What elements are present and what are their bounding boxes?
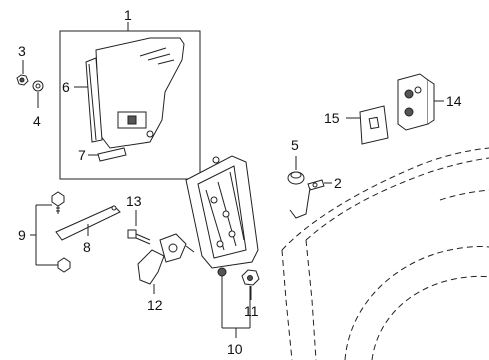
callout-4: 4: [33, 113, 41, 129]
callout-12: 12: [147, 297, 163, 313]
callout-9: 9: [18, 227, 26, 243]
bolt-9-upper-part: [51, 191, 65, 214]
callout-10: 10: [227, 341, 243, 357]
nut-11-part: [241, 269, 260, 286]
callout-3: 3: [18, 43, 26, 59]
bushing-part: [287, 171, 305, 185]
glass-assembly-frame: [59, 30, 201, 180]
regulator-motor-part: [137, 233, 195, 285]
bolt-9-lower-part: [52, 257, 71, 273]
callout-8: 8: [83, 239, 91, 255]
callout-6: 6: [62, 79, 70, 95]
callout-7: 7: [78, 147, 86, 163]
callout-2: 2: [334, 175, 342, 191]
callout-1: 1: [124, 7, 132, 23]
window-regulator-part: [185, 155, 259, 277]
callout-15: 15: [324, 110, 340, 126]
glass-assembly-group: [59, 22, 201, 180]
quarter-glass: [95, 37, 185, 149]
washer-part: [32, 80, 44, 92]
callout-13: 13: [126, 193, 142, 209]
callout-11: 11: [244, 303, 259, 319]
quarter-panel-outline: [281, 147, 489, 360]
bolt-13-part: [127, 229, 151, 245]
trim-strip-part: [55, 205, 121, 241]
callout-14: 14: [446, 93, 462, 109]
seal-pad-part: [359, 105, 389, 145]
callout-5: 5: [291, 137, 299, 153]
seal-strip: [97, 147, 127, 162]
nut-part: [16, 74, 29, 86]
bracket-part: [289, 179, 325, 219]
door-panel-part: [397, 73, 435, 131]
